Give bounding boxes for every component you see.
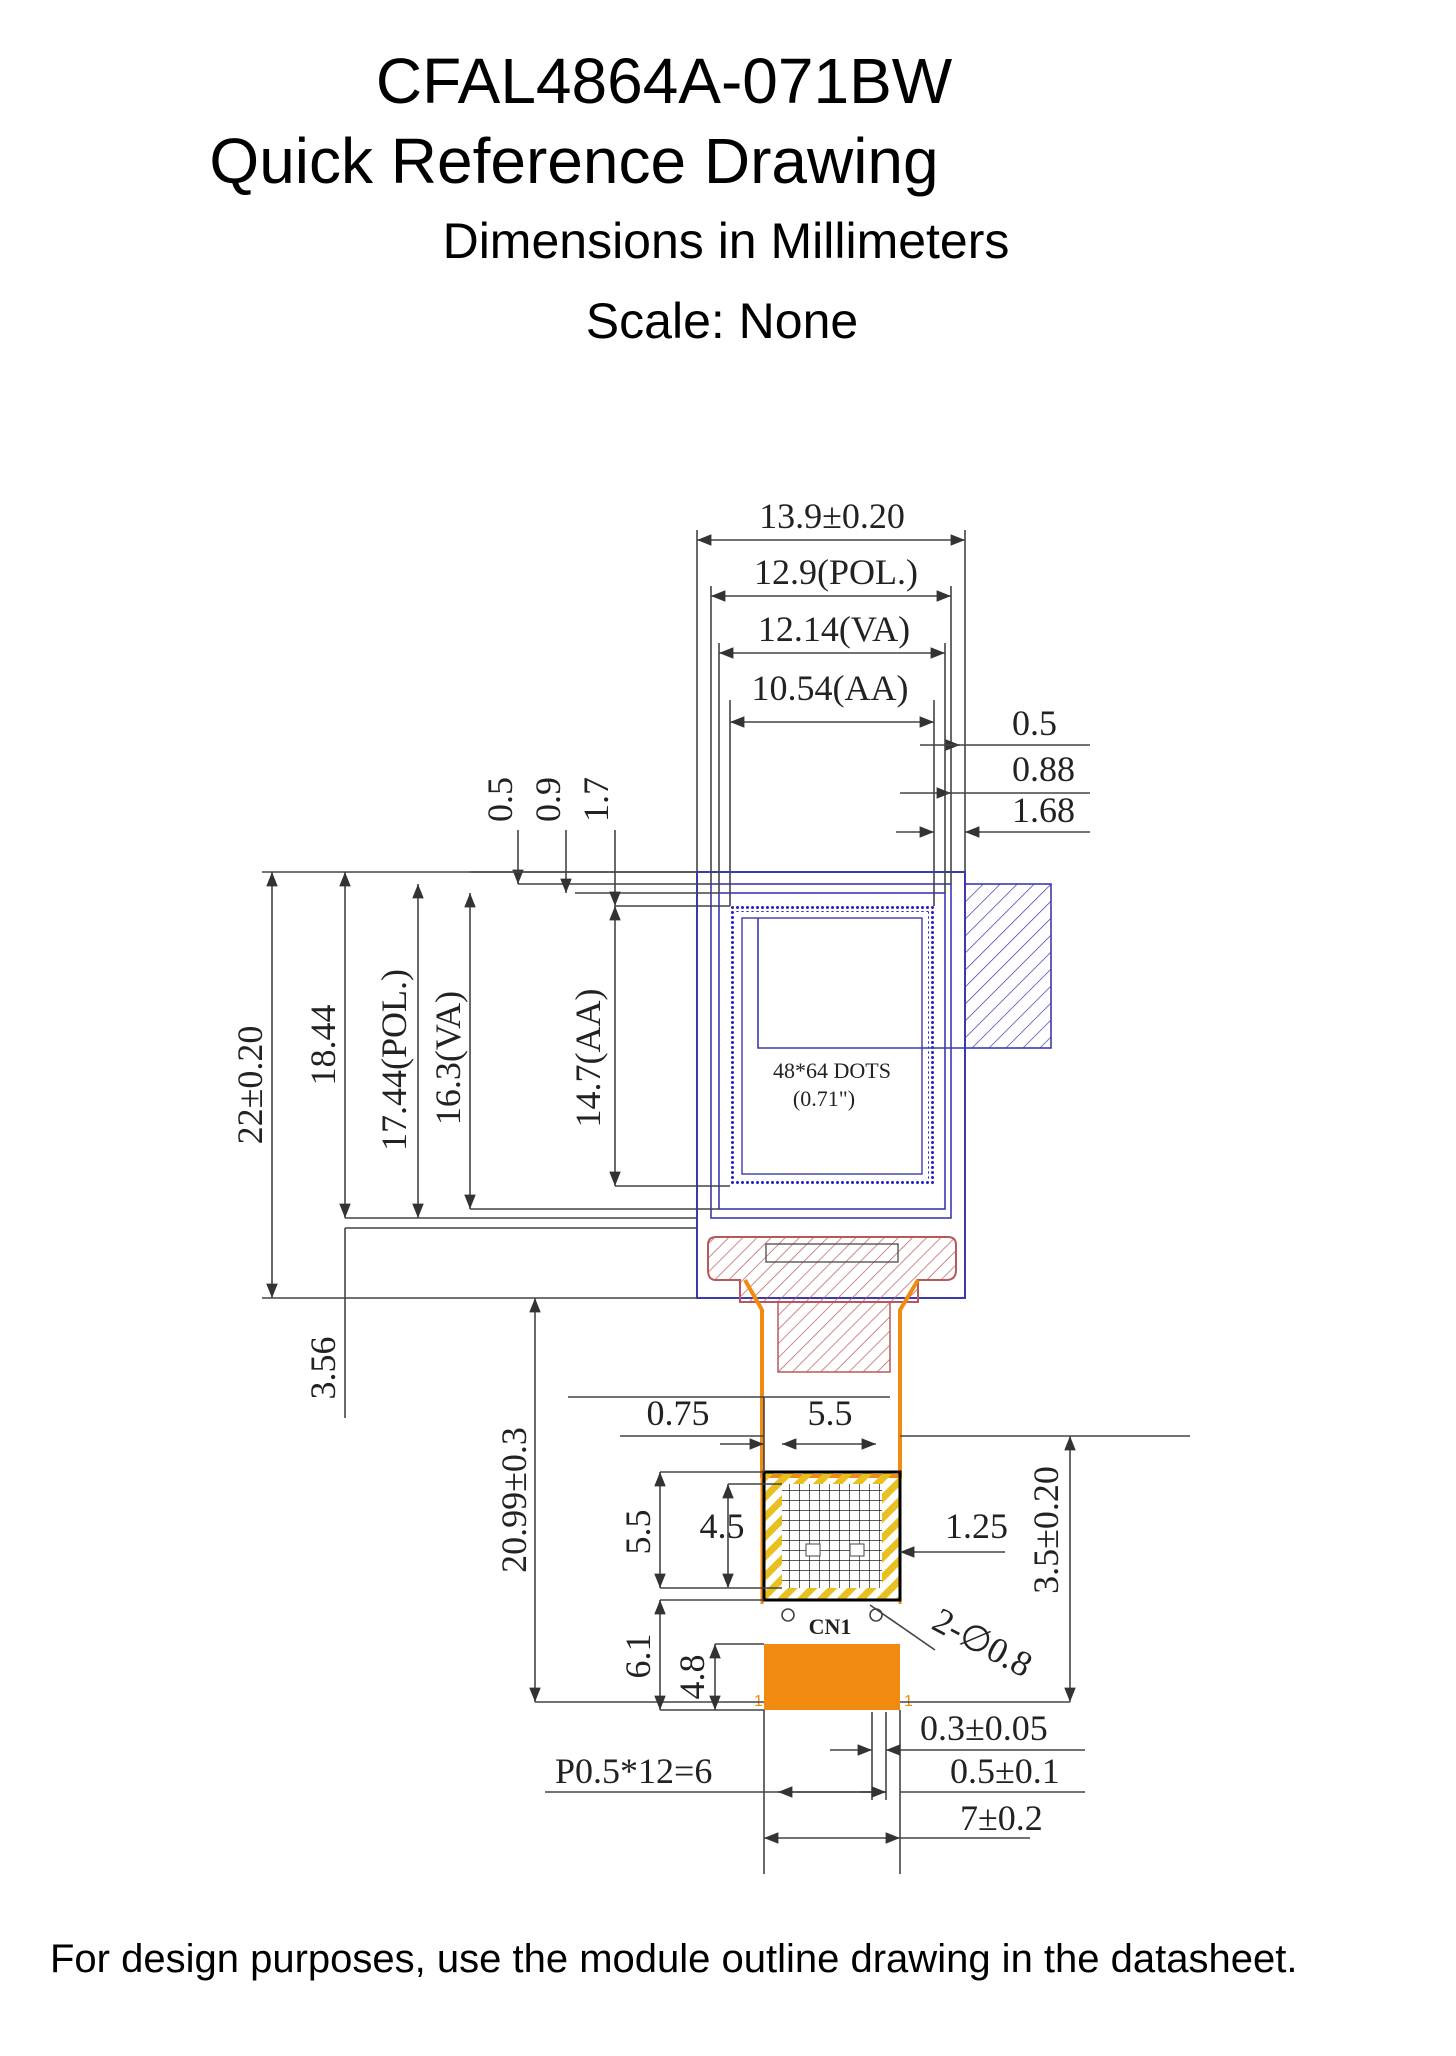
dim-pin-width: 0.5±0.1: [950, 1751, 1060, 1791]
dim-stiffener-inner: 4.5: [700, 1506, 745, 1546]
dim-overall-height: 22±0.20: [230, 1026, 270, 1145]
stiffener: [762, 1470, 902, 1622]
dim-fpc-thickness: 0.3±0.05: [920, 1708, 1048, 1748]
dim-right-offset-2: 0.88: [1012, 749, 1075, 789]
dim-contact-length: 4.8: [672, 1655, 712, 1700]
dim-top-offset-2: 0.9: [528, 777, 568, 822]
scale-note: Scale: None: [585, 293, 859, 349]
dim-fpc-width: 7±0.2: [960, 1798, 1043, 1838]
dim-hole-spec: 2-∅0.8: [926, 1600, 1039, 1685]
dim-fpc-length: 20.99±0.3: [494, 1427, 534, 1573]
dim-pitch-spec: P0.5*12=6: [555, 1751, 712, 1791]
dim-viewing-area-width: 12.14(VA): [758, 609, 910, 649]
contact-pads: 13 1: [754, 1644, 913, 1710]
diagonal-label: (0.71"): [793, 1086, 855, 1111]
dim-stiffener-width: 5.5: [808, 1393, 853, 1433]
dim-bottom-ledge: 3.56: [303, 1337, 343, 1400]
driver-ic-area: [707, 1236, 957, 1303]
dimension-lines: [262, 530, 1190, 1874]
drawing-title: Quick Reference Drawing: [209, 125, 939, 197]
dim-right-offset-3: 1.68: [1012, 790, 1075, 830]
dim-contact-region: 6.1: [618, 1634, 658, 1679]
dim-active-area-width: 10.54(AA): [752, 668, 909, 708]
active-area: [730, 906, 934, 1186]
dim-overall-width: 13.9±0.20: [759, 496, 905, 536]
connector-label: CN1: [809, 1614, 852, 1639]
dim-polarizer-height: 17.44(POL.): [374, 969, 414, 1151]
dim-stiffener-height-right: 3.5±0.20: [1026, 1466, 1066, 1594]
part-number-title: CFAL4864A-071BW: [375, 45, 953, 117]
resolution-label: 48*64 DOTS: [773, 1058, 891, 1083]
dim-polarizer-width: 12.9(POL.): [754, 552, 918, 592]
dim-top-offset-3: 1.7: [576, 777, 616, 822]
dim-stiffener-height-left: 5.5: [618, 1510, 658, 1555]
dim-right-offset-1: 0.5: [1012, 703, 1057, 743]
dim-top-offset-1: 0.5: [480, 777, 520, 822]
dim-stiffener-offset: 0.75: [647, 1393, 710, 1433]
dim-stiffener-right-gap: 1.25: [945, 1506, 1008, 1546]
dim-glass-height: 18.44: [303, 1005, 343, 1086]
dim-viewing-area-height: 16.3(VA): [428, 991, 468, 1125]
design-note: For design purposes, use the module outl…: [50, 1937, 1298, 1981]
dim-active-area-height: 14.7(AA): [568, 989, 608, 1128]
units-note: Dimensions in Millimeters: [442, 213, 1010, 269]
hatched-tab: [757, 883, 1052, 1049]
